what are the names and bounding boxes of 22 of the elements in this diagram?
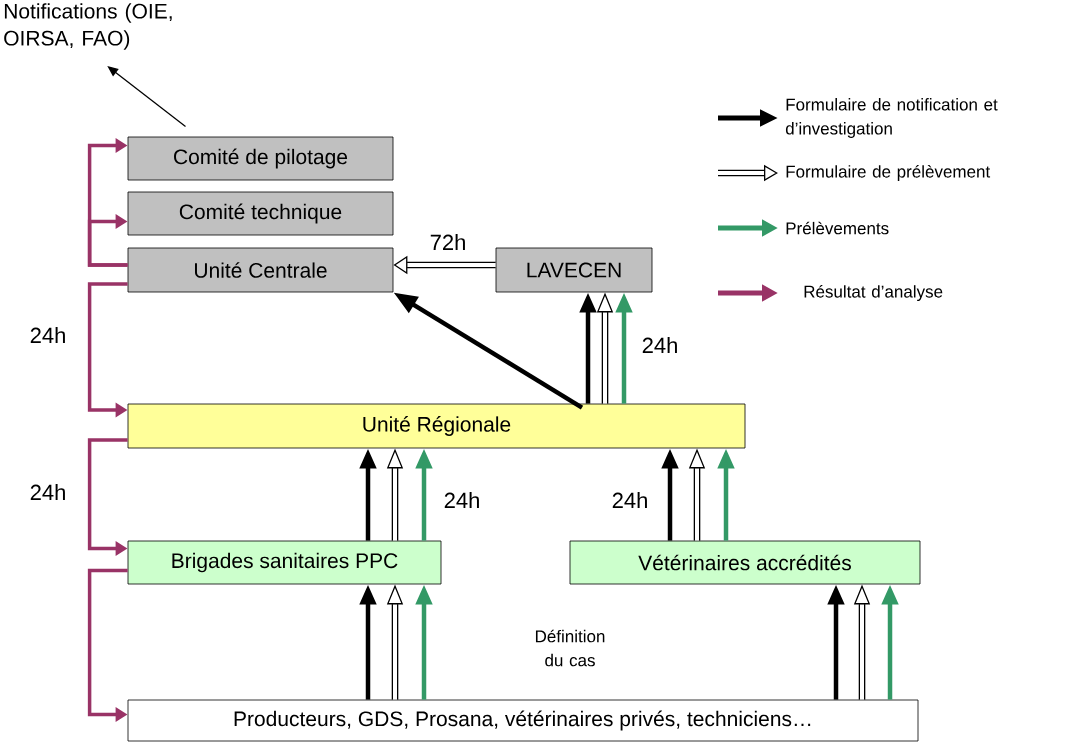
process-box: Unité Régionale [127,403,746,449]
legend-label: Formulaire de notification et d’investigation [785,98,998,138]
note-text: Notifications (OIE, OIRSA, FAO) [4,3,172,50]
arrow [107,66,187,128]
process-box: Producteurs, GDS, Prosana, vétérinaires privés, techniciens… [127,699,919,742]
edge-label: 24h [610,491,650,509]
process-box: Comité de pilotage [127,136,394,181]
edge-label: 24h [28,326,68,344]
process-box: Brigades sanitaires PPC [127,540,442,585]
arrow [87,214,128,267]
note-text: Définition du cas [535,629,605,667]
edge-label: 72h [428,233,468,251]
legend-label: Formulaire de prélèvement [786,165,991,182]
process-box: LAVECEN [495,247,653,293]
edge-label: 24h [28,483,68,501]
edge-label: 24h [640,336,680,354]
process-box: Unité Centrale [127,247,394,293]
edge-label: 24h [442,491,482,509]
legend-label: Résultat d’analyse [804,285,943,302]
process-box: Comité technique [127,191,394,236]
process-box: Vétérinaires accrédités [569,540,921,585]
legend-label: Prélèvements [786,221,889,235]
